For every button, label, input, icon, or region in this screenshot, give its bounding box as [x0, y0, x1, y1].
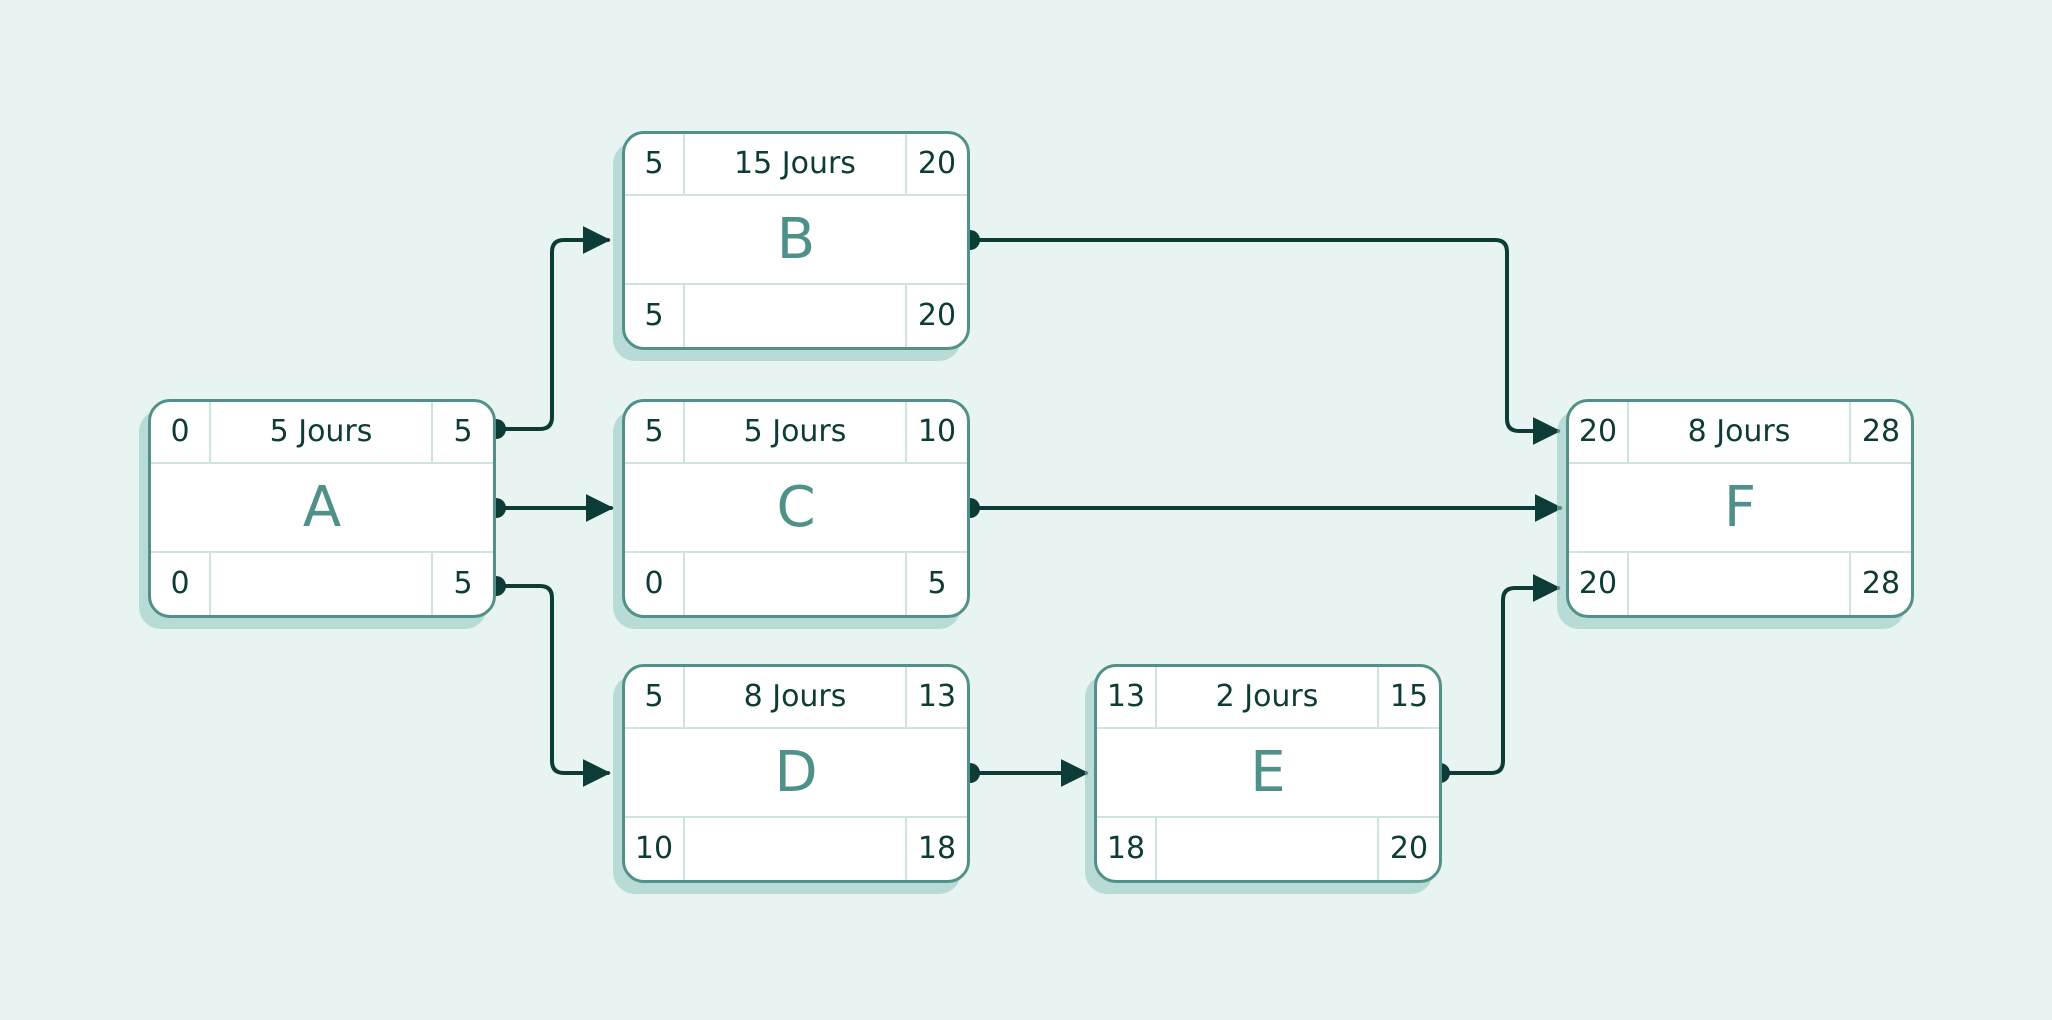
node-e-duration: 2 Jours — [1157, 667, 1379, 727]
node-e-slack — [1157, 818, 1379, 880]
node-c-letter: C — [776, 474, 816, 540]
node-c-early-finish: 10 — [917, 414, 957, 449]
task-node-a[interactable]: 0 5 Jours 5 A 0 5 — [148, 399, 496, 618]
node-a-duration: 5 Jours — [211, 402, 433, 462]
node-b-late-start: 5 — [625, 285, 685, 347]
node-f-late-finish: 28 — [1861, 566, 1901, 601]
node-a-bottom-row: 0 5 — [151, 553, 493, 615]
node-c-bottom-row: 0 5 — [625, 553, 967, 615]
edge-b-to-f — [968, 238, 1561, 445]
node-e-top-row: 13 2 Jours 15 — [1097, 667, 1439, 729]
node-a-label-row: A — [151, 464, 493, 553]
node-b-slack — [685, 285, 907, 347]
node-c-late-finish: 5 — [927, 566, 947, 601]
node-f-late-start: 20 — [1569, 553, 1629, 615]
node-b-early-start: 5 — [625, 134, 685, 194]
node-c-late-start: 0 — [625, 553, 685, 615]
node-d-slack — [685, 818, 907, 880]
node-f-duration: 8 Jours — [1629, 402, 1851, 462]
node-e-early-start: 13 — [1097, 667, 1157, 727]
node-c-label-row: C — [625, 464, 967, 553]
node-f-slack — [1629, 553, 1851, 615]
node-f-label-row: F — [1569, 464, 1911, 553]
node-d-label-row: D — [625, 729, 967, 818]
node-d-bottom-row: 10 18 — [625, 818, 967, 880]
node-a-letter: A — [302, 474, 342, 540]
node-e-letter: E — [1250, 739, 1286, 805]
node-d-late-finish: 18 — [917, 831, 957, 866]
node-e-late-finish: 20 — [1389, 831, 1429, 866]
node-b-late-finish: 20 — [917, 298, 957, 333]
node-e-early-finish: 15 — [1389, 679, 1429, 714]
node-f-early-start: 20 — [1569, 402, 1629, 462]
node-d-top-row: 5 8 Jours 13 — [625, 667, 967, 729]
node-a-early-start: 0 — [151, 402, 211, 462]
node-c-top-row: 5 5 Jours 10 — [625, 402, 967, 464]
node-f-letter: F — [1723, 474, 1757, 540]
node-a-slack — [211, 553, 433, 615]
node-e-bottom-row: 18 20 — [1097, 818, 1439, 880]
node-b-bottom-row: 5 20 — [625, 285, 967, 347]
node-d-late-start: 10 — [625, 818, 685, 880]
node-d-duration: 8 Jours — [685, 667, 907, 727]
edge-e-to-f — [1438, 574, 1561, 775]
node-b-letter: B — [776, 206, 816, 272]
node-b-duration: 15 Jours — [685, 134, 907, 194]
edge-a-to-d — [494, 584, 611, 787]
node-d-early-start: 5 — [625, 667, 685, 727]
node-a-top-row: 0 5 Jours 5 — [151, 402, 493, 464]
node-b-top-row: 5 15 Jours 20 — [625, 134, 967, 196]
node-f-top-row: 20 8 Jours 28 — [1569, 402, 1911, 464]
node-d-early-finish: 13 — [917, 679, 957, 714]
node-e-label-row: E — [1097, 729, 1439, 818]
task-node-c[interactable]: 5 5 Jours 10 C 0 5 — [622, 399, 970, 618]
task-node-d[interactable]: 5 8 Jours 13 D 10 18 — [622, 664, 970, 883]
node-b-early-finish: 20 — [917, 146, 957, 181]
task-node-f[interactable]: 20 8 Jours 28 F 20 28 — [1566, 399, 1914, 618]
node-c-duration: 5 Jours — [685, 402, 907, 462]
node-f-early-finish: 28 — [1861, 414, 1901, 449]
node-c-early-start: 5 — [625, 402, 685, 462]
node-c-slack — [685, 553, 907, 615]
node-a-late-start: 0 — [151, 553, 211, 615]
node-e-late-start: 18 — [1097, 818, 1157, 880]
task-node-b[interactable]: 5 15 Jours 20 B 5 20 — [622, 131, 970, 350]
node-f-bottom-row: 20 28 — [1569, 553, 1911, 615]
node-b-label-row: B — [625, 196, 967, 285]
edge-a-to-b — [494, 226, 611, 431]
node-a-late-finish: 5 — [453, 566, 473, 601]
node-d-letter: D — [774, 739, 818, 805]
task-node-e[interactable]: 13 2 Jours 15 E 18 20 — [1094, 664, 1442, 883]
node-a-early-finish: 5 — [453, 414, 473, 449]
